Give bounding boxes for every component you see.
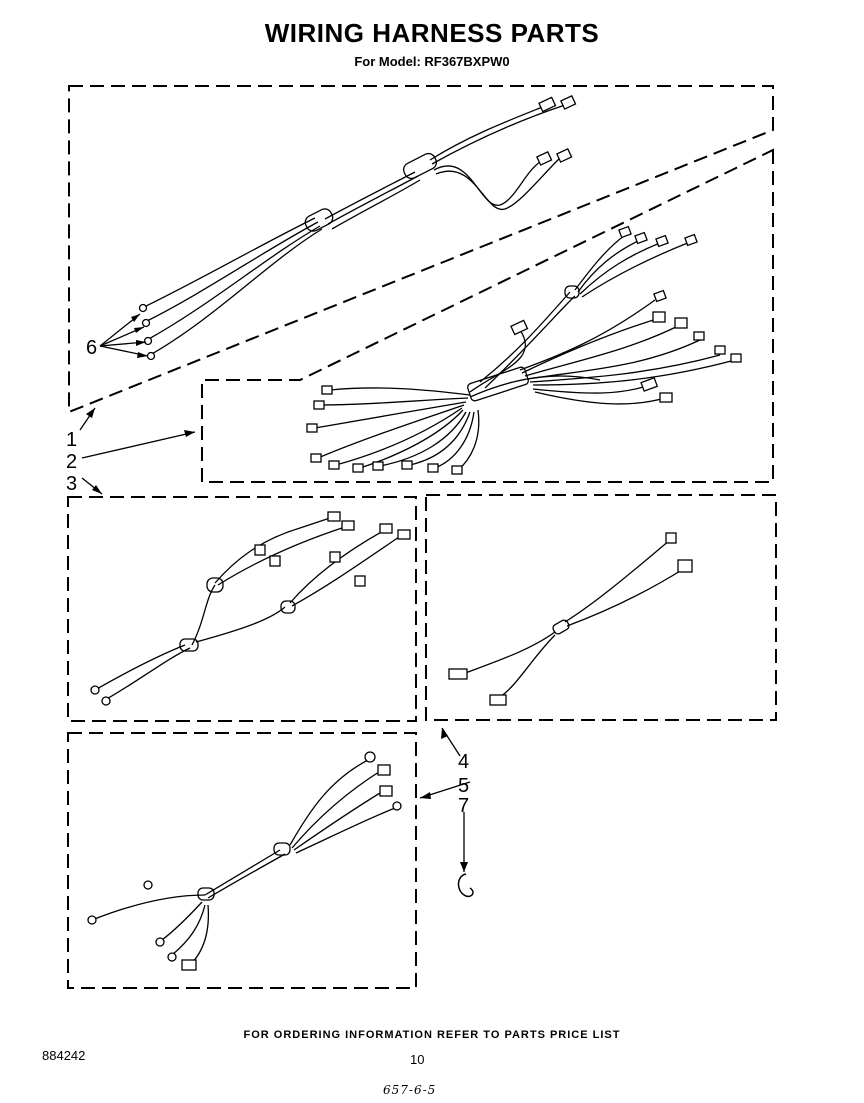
callout-2: 2 [66,451,77,473]
callout-5: 5 [458,775,469,797]
leader-2 [81,431,196,459]
harness-5-terminals [87,751,402,971]
harness-5-panel [67,732,417,989]
harness-1-panel [68,85,774,414]
harness-3-terminals [90,511,411,706]
model-subtitle: For Model: RF367BXPW0 [354,54,510,69]
harness-3-drawing [94,517,403,701]
item-7-clip [457,873,474,898]
harness-1-terminals [138,94,577,361]
document-number: 884242 [42,1048,86,1063]
callout-4: 4 [458,751,469,773]
callout-1: 1 [66,429,77,451]
handwritten-code: 657-6-5 [383,1083,437,1097]
harness-1-drawing [141,104,566,356]
harness-4-terminals [448,532,693,706]
page-title: WIRING HARNESS PARTS [264,18,600,48]
callout-leaders [79,313,471,872]
harness-2-drawing [314,234,736,471]
page-number: 10 [410,1052,425,1067]
harness-4-panel [425,494,777,721]
callout-6: 6 [86,337,97,359]
harness-4-drawing [459,539,686,701]
harness-3-panel [67,496,417,722]
callout-7: 7 [458,795,469,817]
callout-arrowheads [86,314,468,872]
callout-3: 3 [66,473,77,495]
harness-2-panel [201,148,774,483]
ordering-info-note: FOR ORDERING INFORMATION REFER TO PARTS … [243,1029,621,1041]
harness-2-terminals [306,225,742,475]
harness-5-drawing [91,759,396,966]
